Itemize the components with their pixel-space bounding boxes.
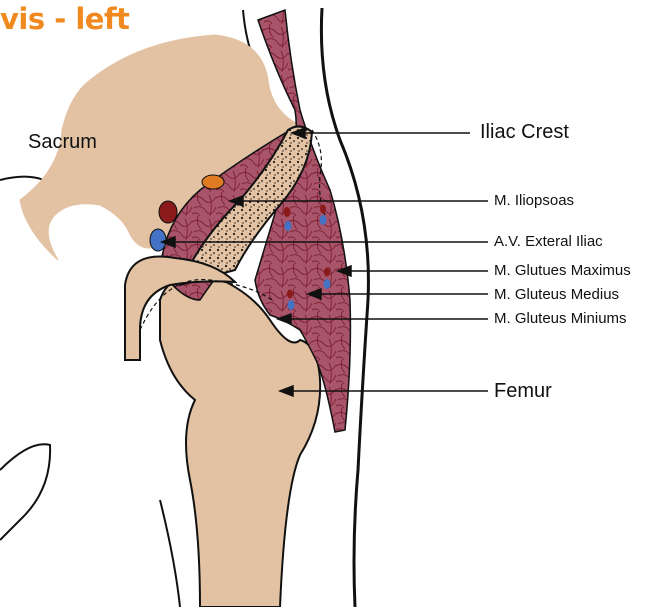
iliac-vein <box>150 229 166 251</box>
label-gluteus-medius: M. Gluteus Medius <box>494 287 619 302</box>
thigh-outline <box>0 177 58 540</box>
gluteal-vessel-8 <box>288 300 295 310</box>
gluteal-vessel-6 <box>324 279 331 289</box>
page-title: vis - left <box>0 2 129 36</box>
gluteal-vessel-4 <box>320 215 327 225</box>
leg-outline <box>160 500 180 607</box>
gluteal-vessel-5 <box>324 268 330 277</box>
gluteal-vessel-7 <box>287 290 293 299</box>
gluteal-vessel-1 <box>284 207 291 217</box>
gluteal-vessel-2 <box>285 221 292 231</box>
label-gluteus-minimus: M. Gluteus Miniums <box>494 311 627 326</box>
label-iliopsoas: M. Iliopsoas <box>494 193 574 208</box>
femoral-nerve <box>202 175 224 189</box>
iliac-artery <box>159 201 177 223</box>
label-av-iliac: A.V. Exteral Iliac <box>494 234 603 249</box>
label-iliac-crest: Iliac Crest <box>480 122 569 142</box>
label-sacrum: Sacrum <box>28 132 97 152</box>
gluteal-vessel-3 <box>320 205 326 214</box>
label-gluteus-maximus: M. Glutues Maximus <box>494 263 631 278</box>
label-femur: Femur <box>494 381 552 401</box>
